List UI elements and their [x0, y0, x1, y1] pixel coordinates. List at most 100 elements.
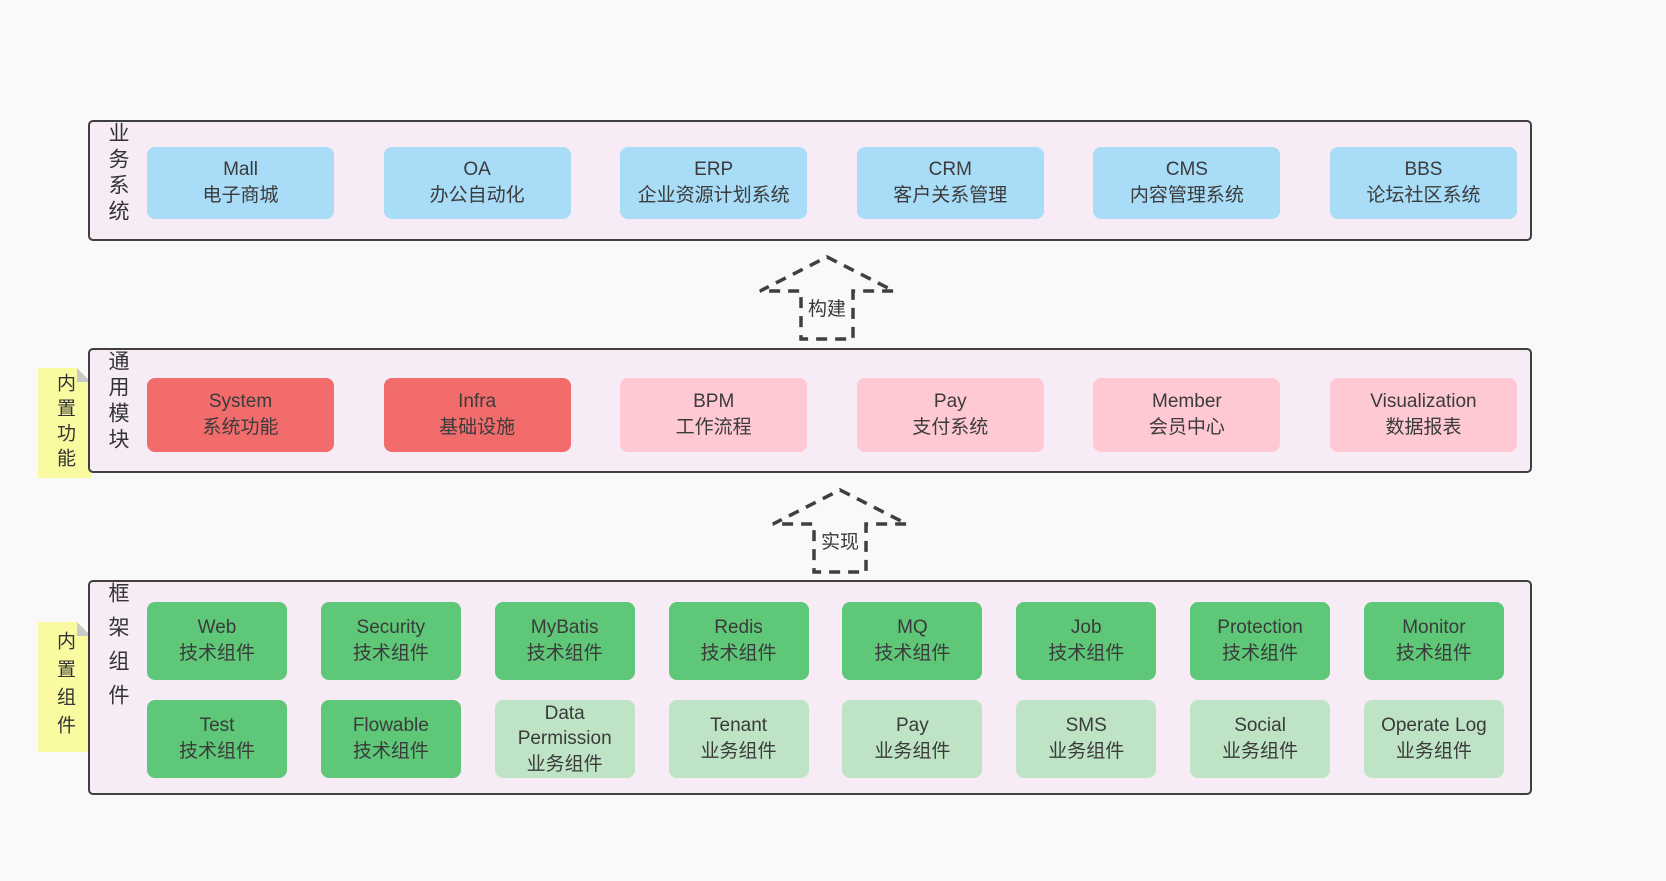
box-security: Security 技术组件 — [320, 602, 461, 680]
box-subtitle: 办公自动化 — [429, 185, 525, 206]
box-subtitle: 技术组件 — [1222, 643, 1299, 664]
business-systems-panel: 业务系统 Mall 电子商城 OA 办公自动化 ERP 企业资源计划系统 CRM… — [88, 120, 1532, 241]
box-data-permission: Data Permission 业务组件 — [494, 700, 635, 778]
box-bbs: BBS 论坛社区系统 — [1329, 147, 1517, 219]
box-visualization: Visualization 数据报表 — [1329, 378, 1517, 452]
box-test: Test 技术组件 — [147, 700, 287, 778]
box-title: Web — [197, 617, 237, 639]
box-mybatis: MyBatis 技术组件 — [494, 602, 635, 680]
box-subtitle: 技术组件 — [1048, 643, 1125, 664]
box-title: OA — [463, 159, 491, 181]
box-subtitle: 客户关系管理 — [893, 185, 1008, 206]
box-subtitle: 技术组件 — [352, 741, 429, 762]
box-title: Operate Log — [1381, 715, 1487, 737]
box-sms: SMS 业务组件 — [1016, 700, 1157, 778]
built-in-components-label: 内置组件 — [54, 631, 75, 743]
common-modules-side-label: 通用模块 — [106, 350, 129, 454]
built-in-components-note: 内置组件 — [38, 622, 91, 752]
box-bpm: BPM 工作流程 — [620, 378, 808, 452]
box-title: Pay — [896, 715, 929, 737]
box-title: System — [208, 391, 273, 413]
box-subtitle: 系统功能 — [202, 417, 279, 438]
built-in-features-note: 内置功能 — [38, 368, 91, 478]
box-mall: Mall 电子商城 — [147, 147, 334, 219]
box-title: Monitor — [1402, 617, 1466, 639]
box-subtitle: 技术组件 — [178, 643, 255, 664]
box-title: Social — [1234, 715, 1286, 737]
box-title: MQ — [897, 617, 928, 639]
box-subtitle: 技术组件 — [874, 643, 951, 664]
box-title: CRM — [928, 159, 972, 181]
box-system: System 系统功能 — [147, 378, 334, 452]
built-in-features-label: 内置功能 — [54, 373, 75, 473]
box-title: SMS — [1065, 715, 1107, 737]
box-title: BBS — [1404, 159, 1443, 181]
box-title: Mall — [223, 159, 258, 181]
box-protection: Protection 技术组件 — [1190, 602, 1331, 680]
box-subtitle: 技术组件 — [526, 643, 603, 664]
box-title: Member — [1152, 391, 1222, 413]
box-crm: CRM 客户关系管理 — [856, 147, 1044, 219]
common-modules-panel: 通用模块 System 系统功能 Infra 基础设施 BPM 工作流程 Pay… — [88, 348, 1532, 473]
box-subtitle: 基础设施 — [439, 417, 516, 438]
box-title: Data Permission — [517, 702, 612, 750]
box-title: Tenant — [710, 715, 768, 737]
box-subtitle: 数据报表 — [1385, 417, 1462, 438]
box-subtitle: 内容管理系统 — [1129, 185, 1244, 206]
box-title: ERP — [694, 159, 734, 181]
box-flowable: Flowable 技术组件 — [320, 700, 461, 778]
build-arrow: 构建 — [757, 254, 897, 342]
box-title: Flowable — [352, 715, 429, 737]
box-subtitle: 技术组件 — [352, 643, 429, 664]
box-title: Infra — [458, 391, 497, 413]
box-social: Social 业务组件 — [1190, 700, 1331, 778]
box-job: Job 技术组件 — [1016, 602, 1157, 680]
box-web: Web 技术组件 — [147, 602, 287, 680]
common-modules-row: System 系统功能 Infra 基础设施 BPM 工作流程 Pay 支付系统… — [147, 378, 1517, 452]
box-title: Redis — [714, 617, 763, 639]
implement-arrow: 实现 — [770, 487, 910, 575]
business-systems-row: Mall 电子商城 OA 办公自动化 ERP 企业资源计划系统 CRM 客户关系… — [147, 147, 1517, 219]
box-subtitle: 支付系统 — [912, 417, 989, 438]
up-arrow-icon — [759, 255, 895, 341]
framework-components-row-1: Web 技术组件 Security 技术组件 MyBatis 技术组件 Redi… — [147, 602, 1504, 680]
box-oa: OA 办公自动化 — [383, 147, 571, 219]
box-title: Visualization — [1370, 391, 1477, 413]
box-subtitle: 会员中心 — [1148, 417, 1225, 438]
box-member: Member 会员中心 — [1093, 378, 1281, 452]
box-subtitle: 工作流程 — [675, 417, 752, 438]
business-systems-side-label: 业务系统 — [106, 122, 129, 226]
box-monitor: Monitor 技术组件 — [1363, 602, 1504, 680]
box-mq: MQ 技术组件 — [842, 602, 983, 680]
box-operate-log: Operate Log 业务组件 — [1363, 700, 1504, 778]
box-subtitle: 业务组件 — [874, 741, 951, 762]
box-subtitle: 业务组件 — [1222, 741, 1299, 762]
box-title: Protection — [1217, 617, 1303, 639]
box-subtitle: 业务组件 — [1395, 741, 1472, 762]
box-title: BPM — [693, 391, 735, 413]
box-cms: CMS 内容管理系统 — [1093, 147, 1281, 219]
up-arrow-icon — [772, 488, 908, 574]
framework-components-panel: 框架组件 Web 技术组件 Security 技术组件 MyBatis 技术组件… — [88, 580, 1532, 795]
box-subtitle: 论坛社区系统 — [1366, 185, 1481, 206]
box-subtitle: 电子商城 — [202, 185, 279, 206]
framework-components-side-label: 框架组件 — [106, 582, 129, 718]
build-arrow-label: 构建 — [804, 294, 850, 321]
framework-components-row-2: Test 技术组件 Flowable 技术组件 Data Permission … — [147, 700, 1504, 778]
box-title: CMS — [1165, 159, 1208, 181]
box-subtitle: 技术组件 — [1395, 643, 1472, 664]
box-subtitle: 业务组件 — [700, 741, 777, 762]
box-subtitle: 业务组件 — [526, 753, 603, 775]
box-title: Security — [356, 617, 426, 639]
box-subtitle: 技术组件 — [178, 741, 255, 762]
box-subtitle: 技术组件 — [700, 643, 777, 664]
box-subtitle: 业务组件 — [1048, 741, 1125, 762]
box-title: Pay — [933, 391, 967, 413]
implement-arrow-label: 实现 — [817, 527, 863, 554]
box-infra: Infra 基础设施 — [383, 378, 571, 452]
box-title: Test — [199, 715, 235, 737]
box-erp: ERP 企业资源计划系统 — [620, 147, 808, 219]
box-tenant: Tenant 业务组件 — [668, 700, 809, 778]
box-title: MyBatis — [530, 617, 599, 639]
box-title: Job — [1070, 617, 1102, 639]
